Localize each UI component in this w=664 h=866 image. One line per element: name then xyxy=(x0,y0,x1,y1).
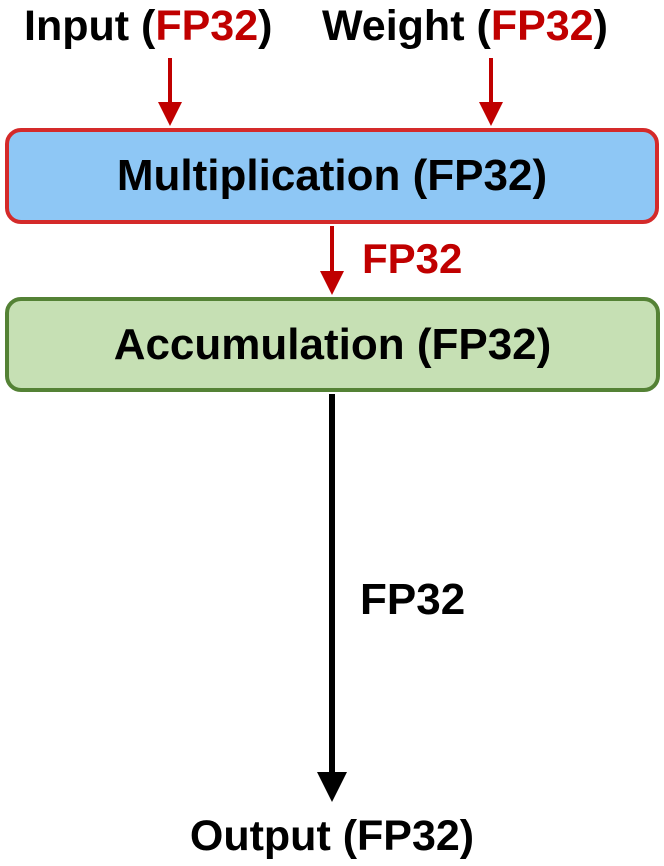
multiplication-box: Multiplication (FP32) xyxy=(5,128,659,224)
input-label: Input (FP32) xyxy=(24,5,272,48)
weight-name: Weight xyxy=(322,2,465,50)
output-label: Output (FP32) xyxy=(189,812,475,860)
input-open-paren: ( xyxy=(141,2,156,50)
weight-close-paren: ) xyxy=(593,2,608,50)
accumulation-label: Accumulation (FP32) xyxy=(113,319,552,369)
weight-precision: FP32 xyxy=(490,2,594,50)
input-name: Input xyxy=(24,2,130,50)
input-close-paren: ) xyxy=(258,2,273,50)
acc-to-output-precision-label: FP32 xyxy=(360,575,466,624)
multiplication-label: Multiplication (FP32) xyxy=(116,151,548,200)
weight-open-paren: ( xyxy=(476,2,491,50)
mult-to-acc-precision-label: FP32 xyxy=(362,235,463,282)
input-precision: FP32 xyxy=(155,2,259,50)
accumulation-box: Accumulation (FP32) xyxy=(5,297,660,392)
weight-label: Weight (FP32) xyxy=(322,5,608,48)
